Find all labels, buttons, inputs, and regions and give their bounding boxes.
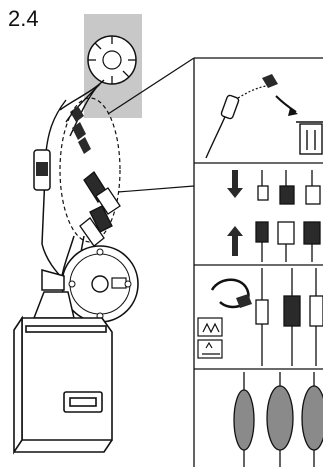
trash-bin-icon xyxy=(296,122,323,154)
camera-body xyxy=(14,318,112,452)
panel-heat-shrink xyxy=(234,372,323,467)
arrow-up-icon xyxy=(227,226,243,256)
panel-cap-removal xyxy=(206,74,323,158)
junction-box xyxy=(62,246,138,322)
left-cable-connector xyxy=(34,150,50,244)
network-connectors xyxy=(80,172,120,246)
weather-icons xyxy=(198,318,222,358)
arrow-down-icon xyxy=(227,170,243,198)
panel-cable-tie xyxy=(198,268,323,366)
panel-connector-joining xyxy=(227,170,320,262)
wall-plate xyxy=(84,14,142,118)
